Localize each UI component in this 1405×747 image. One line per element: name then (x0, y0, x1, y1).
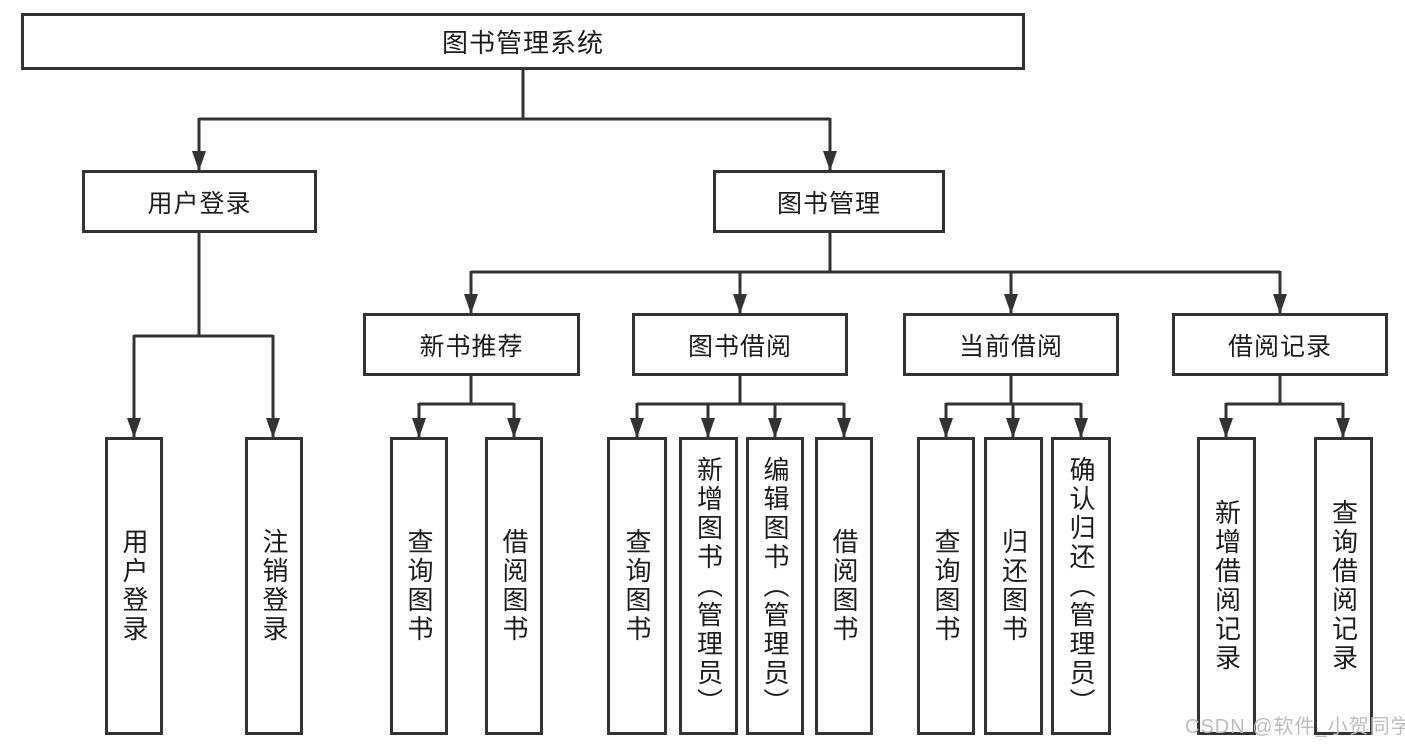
node-label: 确认归还（管理员） (1066, 455, 1096, 717)
leaf-query-borrow-record: 查询借阅记录 (1314, 437, 1373, 735)
leaf-add-borrow-record: 新增借阅记录 (1197, 437, 1256, 735)
node-label: 查询图书 (622, 528, 652, 644)
node-label: 图书借阅 (687, 332, 792, 361)
node-label: 归还图书 (998, 528, 1029, 644)
node-label: 图书管理 (776, 189, 881, 218)
node-current-borrow: 当前借阅 (903, 313, 1119, 376)
node-label: 查询图书 (404, 528, 434, 644)
leaf-confirm-return-admin: 确认归还（管理员） (1051, 437, 1111, 735)
leaf-query-books-recommend: 查询图书 (390, 437, 448, 735)
node-book-borrow: 图书借阅 (632, 313, 848, 376)
node-label: 编辑图书（管理员） (760, 455, 790, 717)
node-label: 新书推荐 (419, 332, 524, 361)
csdn-watermark: CSDN @软件_小贺同学 (1185, 716, 1405, 738)
leaf-borrow-books-recommend: 借阅图书 (485, 437, 543, 735)
node-borrow-records: 借阅记录 (1172, 313, 1388, 376)
leaf-borrow-books: 借阅图书 (815, 437, 873, 735)
node-label: 用户登录 (147, 189, 252, 218)
leaf-query-books-current: 查询图书 (917, 437, 975, 735)
node-library-management-system: 图书管理系统 (21, 13, 1025, 70)
node-book-management: 图书管理 (713, 170, 945, 233)
node-label: 图书管理系统 (441, 28, 604, 58)
node-label: 新增图书（管理员） (693, 455, 724, 717)
leaf-logout: 注销登录 (245, 437, 303, 735)
node-label: 注销登录 (259, 528, 289, 644)
node-label: 借阅图书 (499, 528, 529, 644)
leaf-return-books: 归还图书 (984, 437, 1043, 735)
leaf-user-login: 用户登录 (105, 437, 163, 735)
node-label: 当前借阅 (958, 332, 1063, 361)
leaf-edit-books-admin: 编辑图书（管理员） (746, 437, 804, 735)
leaf-query-books-borrow: 查询图书 (607, 437, 667, 735)
node-label: 借阅记录 (1227, 332, 1332, 361)
node-new-book-recommend: 新书推荐 (363, 313, 580, 376)
node-label: 查询借阅记录 (1328, 499, 1359, 673)
node-label: 用户登录 (119, 528, 149, 644)
node-label: 新增借阅记录 (1211, 499, 1242, 673)
node-label: 借阅图书 (829, 528, 859, 644)
node-label: 查询图书 (931, 528, 961, 644)
leaf-add-books-admin: 新增图书（管理员） (679, 437, 738, 735)
node-user-login: 用户登录 (82, 170, 317, 233)
